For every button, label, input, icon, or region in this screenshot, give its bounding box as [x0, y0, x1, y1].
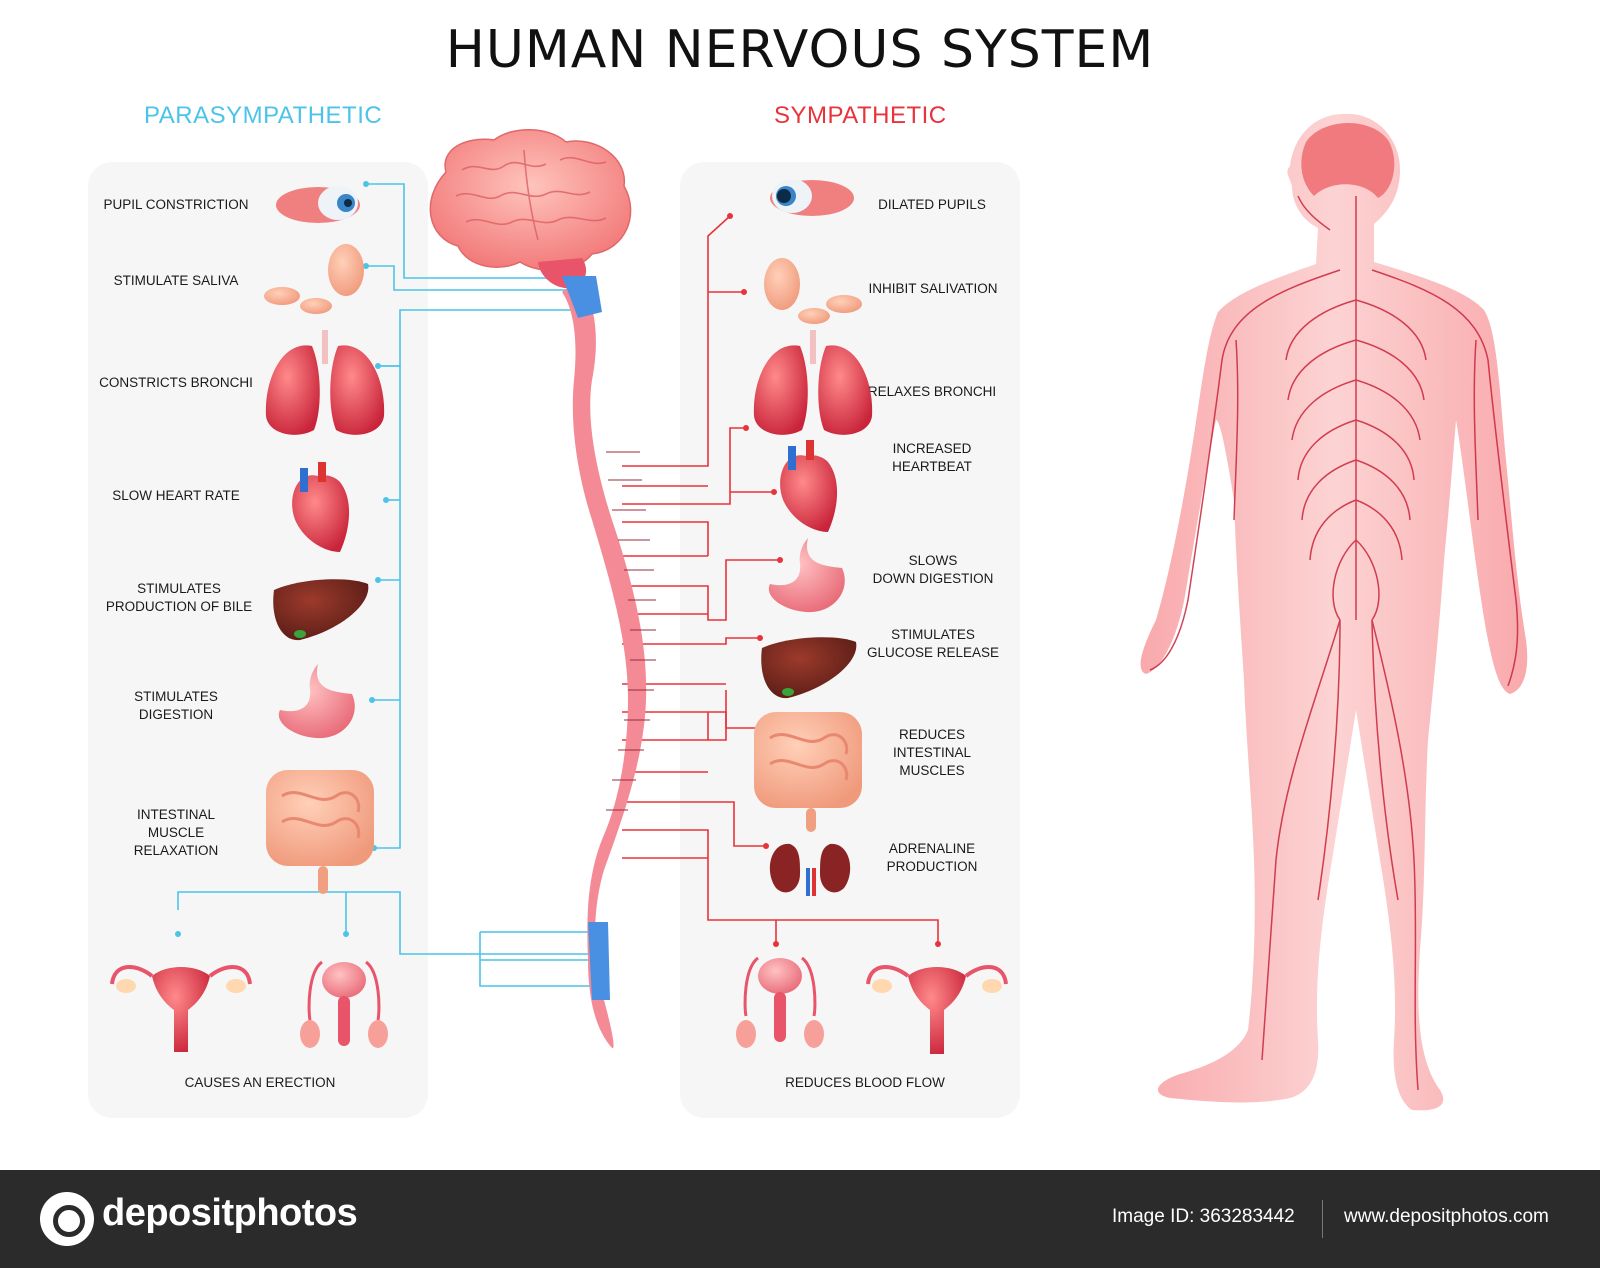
- nervous-system-diagram: [110, 113, 1528, 1111]
- label-slows-down-digestion: SLOWS DOWN DIGESTION: [872, 553, 994, 586]
- label-stimulate-saliva: STIMULATE SALIVA: [113, 273, 239, 288]
- male-reproductive-icon-sympathetic: [736, 956, 824, 1048]
- nerves-icon: [1149, 195, 1519, 1091]
- site-link[interactable]: www.depositphotos.com: [1344, 1206, 1549, 1227]
- heart-icon: [292, 462, 350, 552]
- female-reproductive-icon: [110, 965, 252, 1052]
- stomach-icon: [278, 664, 355, 739]
- label-constricts-bronchi: CONSTRICTS BRONCHI: [99, 375, 253, 390]
- footer-bar: depositphotos Image ID: 363283442 www.de…: [0, 1170, 1600, 1268]
- heart-icon-sympathetic: [780, 440, 838, 532]
- brand-logo[interactable]: depositphotos: [102, 1192, 358, 1234]
- label-pupil-constriction: PUPIL CONSTRICTION: [103, 197, 249, 212]
- eye-icon: [276, 186, 360, 223]
- sympathetic-heading: SYMPATHETIC: [774, 102, 947, 129]
- salivary-gland-icon-sympathetic: [764, 258, 862, 324]
- male-reproductive-icon: [300, 960, 388, 1048]
- camera-icon: [40, 1192, 94, 1246]
- brain-icon: [429, 129, 632, 289]
- label-inhibit-salivation: INHIBIT SALIVATION: [868, 281, 998, 296]
- lungs-icon-sympathetic: [753, 330, 873, 435]
- label-reduces-blood-flow: REDUCES BLOOD FLOW: [785, 1075, 945, 1090]
- kidneys-icon: [769, 843, 851, 896]
- lungs-icon: [265, 330, 385, 435]
- intestines-icon: [266, 770, 374, 894]
- label-stimulates-digestion: STIMULATES DIGESTION: [134, 689, 218, 722]
- female-reproductive-icon-sympathetic: [866, 965, 1008, 1054]
- label-production-of-bile: STIMULATES PRODUCTION OF BILE: [105, 581, 253, 614]
- label-increased-heartbeat: INCREASED HEARTBEAT: [892, 441, 972, 474]
- label-adrenaline-production: ADRENALINE PRODUCTION: [886, 841, 978, 874]
- footer-divider: [1322, 1200, 1323, 1238]
- parasympathetic-connector-dots: [175, 181, 389, 937]
- intestines-icon-sympathetic: [754, 712, 862, 832]
- label-dilated-pupils: DILATED PUPILS: [878, 197, 986, 212]
- label-causes-an-erection: CAUSES AN ERECTION: [184, 1075, 336, 1090]
- label-reduces-intestinal-muscles: REDUCES INTESTINAL MUSCLES: [892, 727, 971, 778]
- human-body-icon: [1140, 113, 1528, 1111]
- spinal-cord-icon: [562, 276, 656, 1049]
- label-relaxes-bronchi: RELAXES BRONCHI: [867, 384, 997, 399]
- label-intestinal-muscle-relaxation: INTESTINAL MUSCLE RELAXATION: [133, 807, 219, 858]
- eye-icon-dilated: [770, 179, 854, 216]
- label-slow-heart-rate: SLOW HEART RATE: [112, 488, 240, 503]
- liver-icon-sympathetic: [761, 637, 857, 699]
- page-title: HUMAN NERVOUS SYSTEM: [445, 20, 1155, 80]
- parasympathetic-heading: PARASYMPATHETIC: [144, 102, 383, 129]
- stomach-icon-sympathetic: [768, 538, 845, 613]
- image-id: Image ID: 363283442: [1112, 1206, 1295, 1227]
- label-glucose-release: STIMULATES GLUCOSE RELEASE: [866, 627, 1000, 660]
- parasympathetic-panel: [88, 162, 428, 1118]
- salivary-gland-icon: [264, 244, 364, 314]
- parasympathetic-connectors: [177, 183, 598, 987]
- sympathetic-connectors: [622, 215, 939, 944]
- liver-icon: [273, 579, 369, 641]
